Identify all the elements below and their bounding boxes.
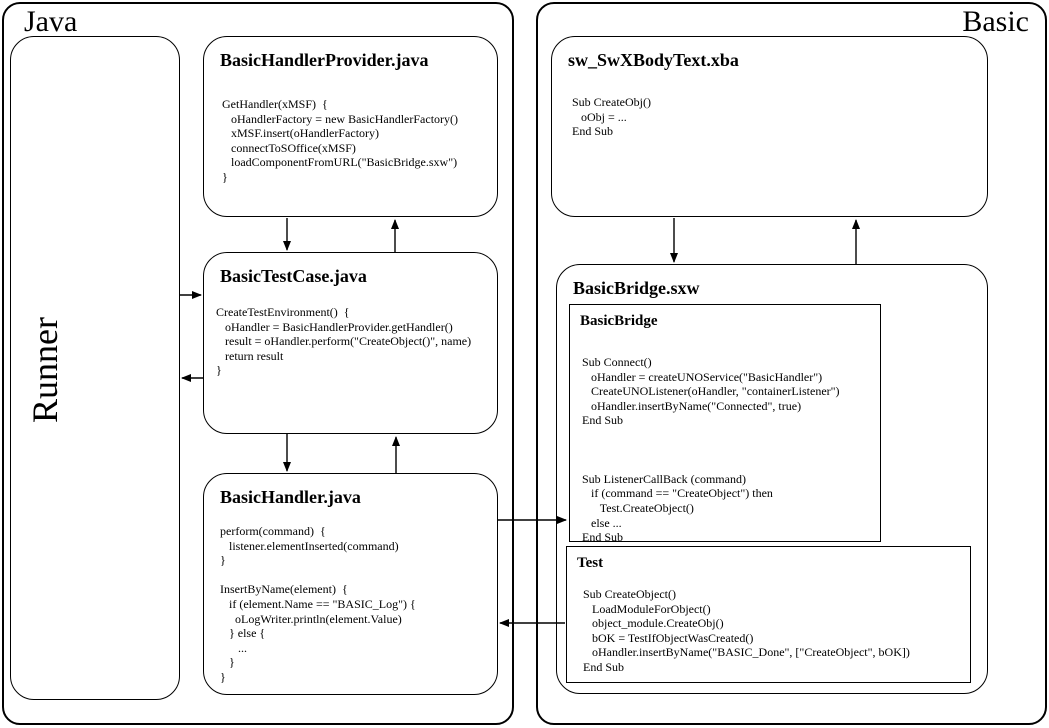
basic-testcase-title: BasicTestCase.java	[220, 266, 367, 286]
basic-testcase-code: CreateTestEnvironment() { oHandler = Bas…	[216, 305, 472, 378]
runner-box: Runner	[10, 36, 180, 700]
basic-bridge-module-box: BasicBridge Sub Connect() oHandler = cre…	[569, 304, 881, 545]
basic-handler-provider-code: GetHandler(xMSF) { oHandlerFactory = new…	[222, 97, 459, 184]
basic-bridge-sxw-box: BasicBridge.sxw BasicBridge Sub Connect(…	[556, 264, 988, 694]
basic-bridge-module-code: Sub Connect() oHandler = createUNOServic…	[582, 355, 840, 545]
sw-swxbodytext-box: sw_SwXBodyText.xba Sub CreateObj() oObj …	[551, 36, 988, 217]
basic-bridge-module-title: BasicBridge	[580, 313, 658, 329]
sw-swxbodytext-title: sw_SwXBodyText.xba	[568, 50, 739, 70]
runner-label: Runner	[25, 317, 65, 423]
basic-handler-title: BasicHandler.java	[220, 487, 361, 507]
java-group-label: Java	[24, 5, 78, 38]
sw-swxbodytext-code: Sub CreateObj() oObj = ... End Sub	[572, 95, 651, 139]
test-module-code: Sub CreateObject() LoadModuleForObject()…	[583, 587, 910, 674]
test-module-box: Test Sub CreateObject() LoadModuleForObj…	[566, 546, 971, 683]
basic-testcase-box: BasicTestCase.java CreateTestEnvironment…	[203, 252, 498, 434]
test-module-title: Test	[577, 555, 604, 571]
basic-bridge-sxw-title: BasicBridge.sxw	[573, 278, 700, 298]
java-group: Java	[2, 2, 514, 725]
basic-handler-code: perform(command) { listener.elementInser…	[220, 524, 416, 684]
basic-handler-provider-box: BasicHandlerProvider.java GetHandler(xMS…	[203, 36, 498, 217]
basic-handler-provider-title: BasicHandlerProvider.java	[220, 50, 429, 70]
basic-group: Basic	[536, 2, 1047, 725]
basic-group-label: Basic	[962, 5, 1029, 38]
basic-handler-box: BasicHandler.java perform(command) { lis…	[203, 473, 498, 695]
